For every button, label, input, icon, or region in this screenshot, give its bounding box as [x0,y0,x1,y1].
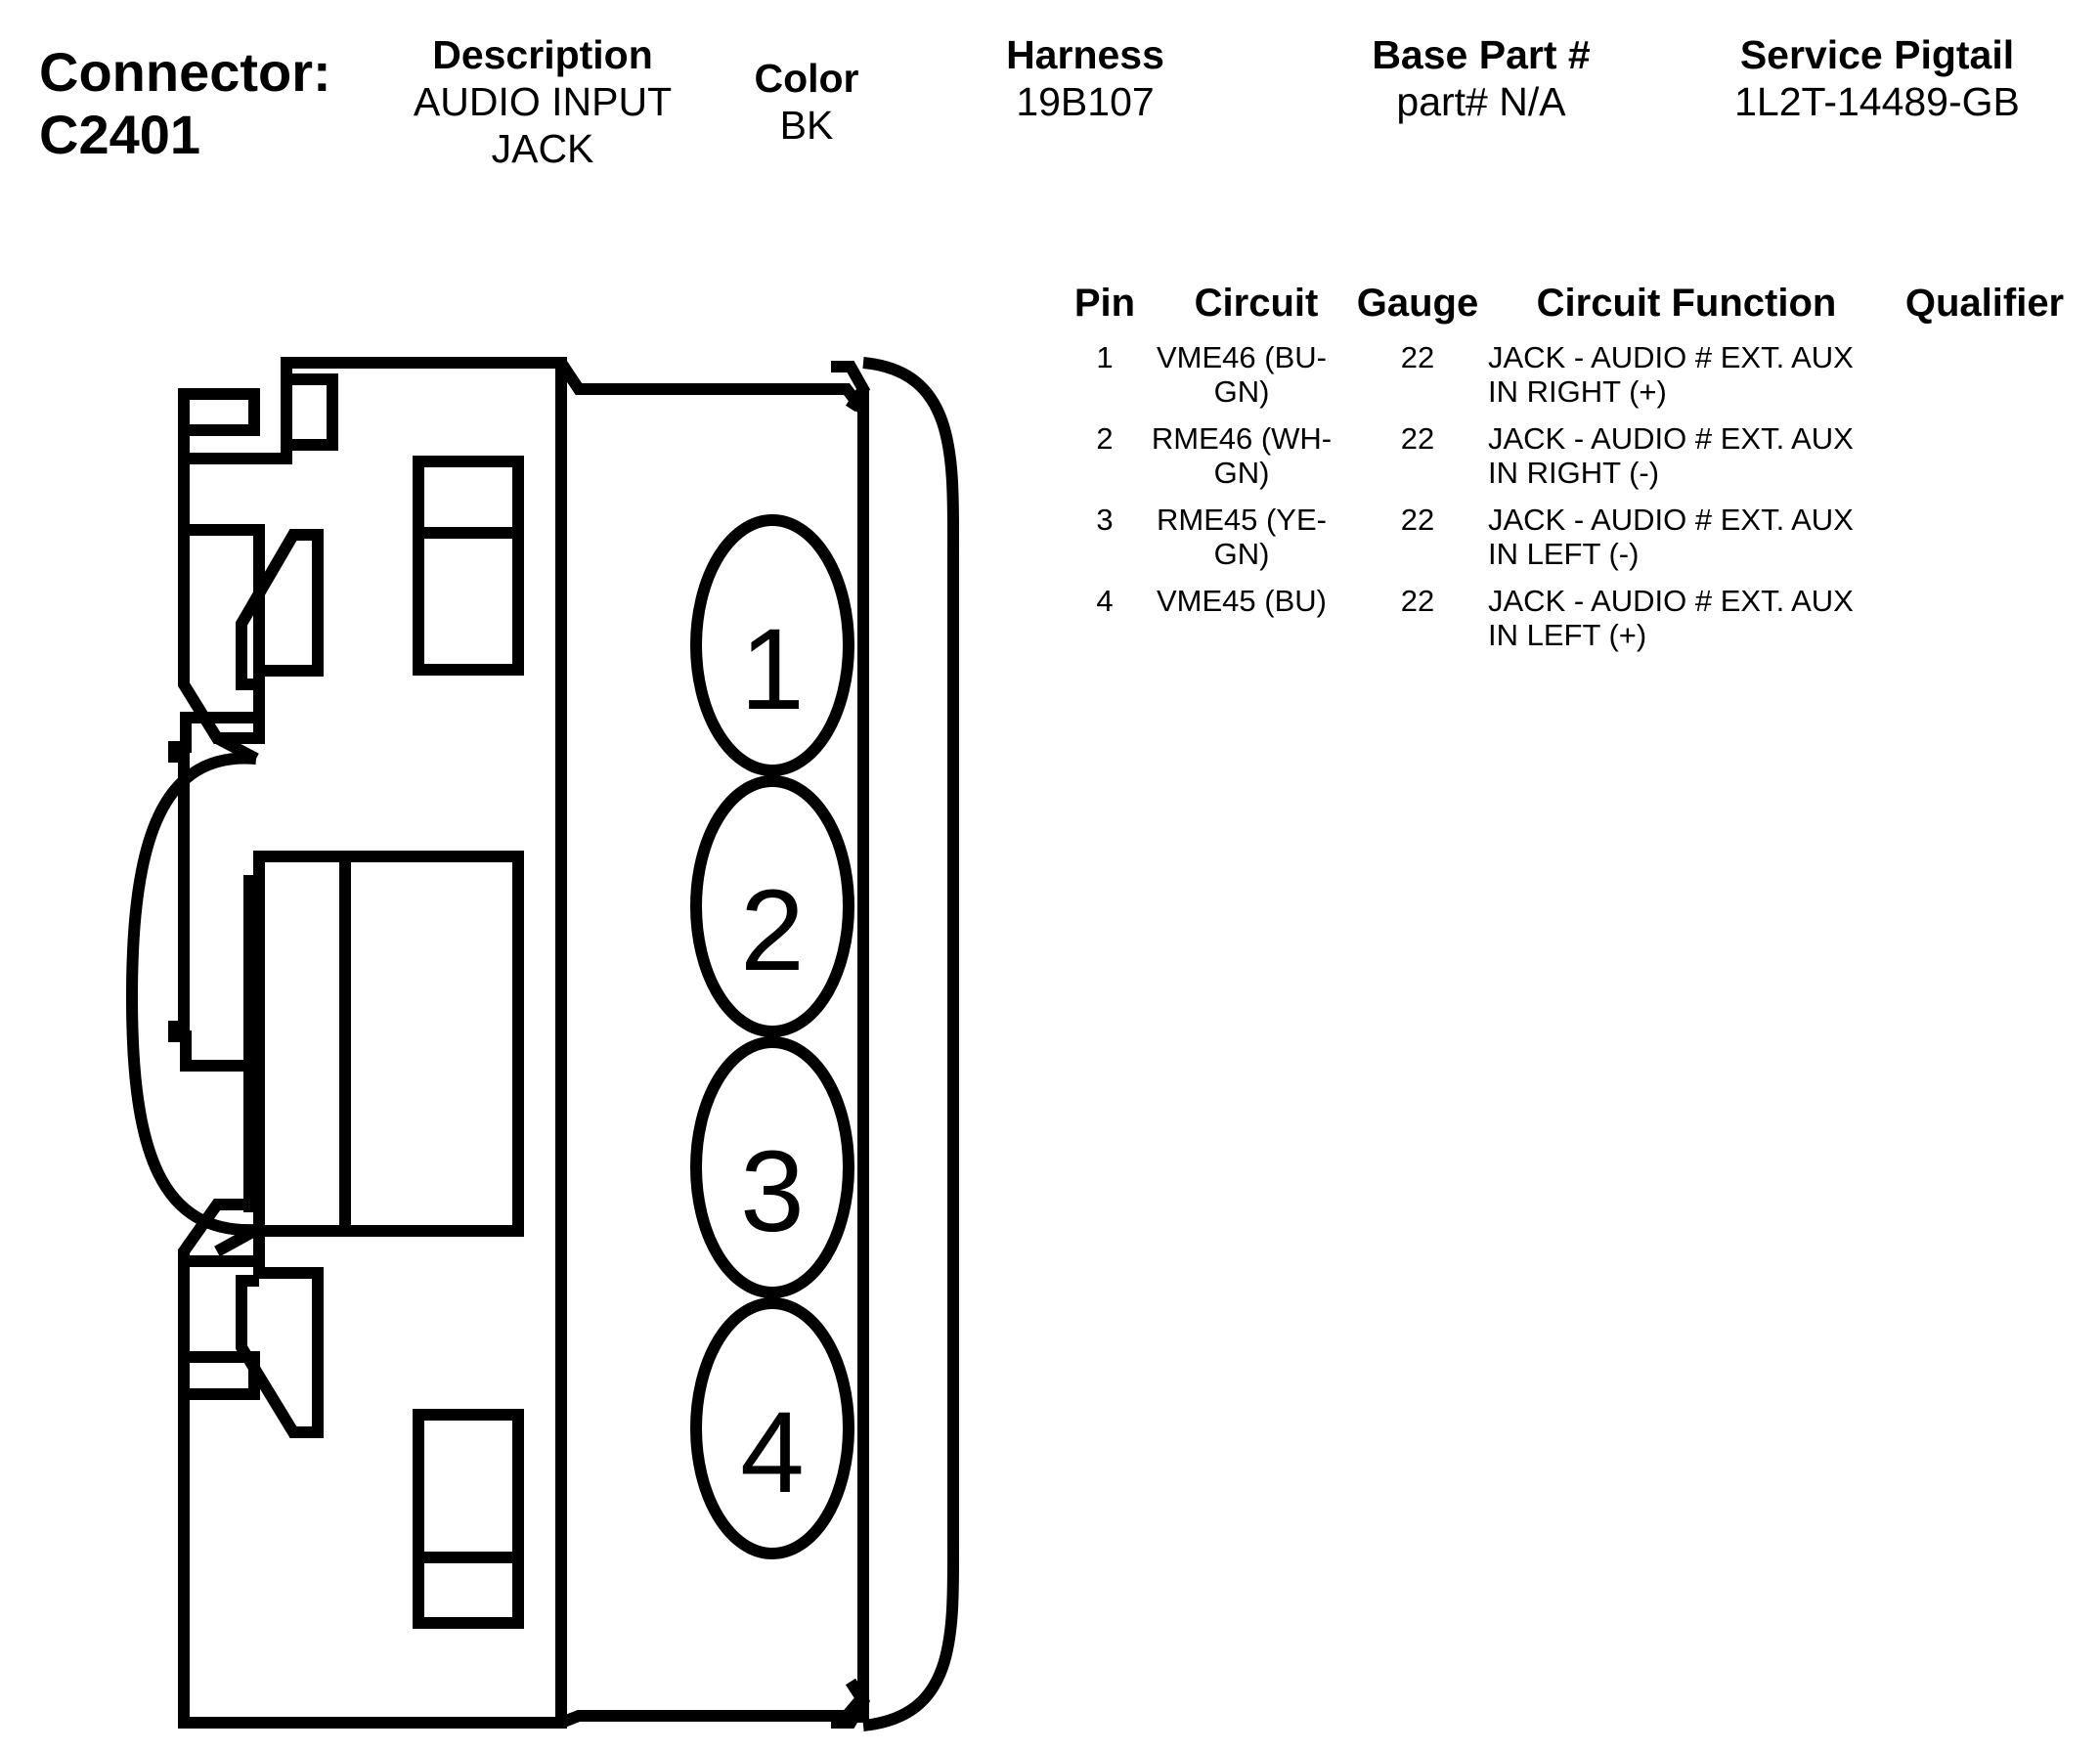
left-key-bump [125,752,257,1237]
gauge-column-header: Gauge [1356,282,1479,325]
circuit-line1: VME46 (BU- [1157,340,1327,374]
connector-id: C2401 [39,104,201,165]
function-line1: JACK - AUDIO # EXT. AUX [1488,340,1854,374]
pin-circle-4 [690,1297,854,1559]
connector-title: Connector: C2401 [39,41,331,166]
base-part-column: Base Part # part# N/A [1334,31,1628,125]
pin-circle-2 [690,775,854,1037]
circuit-line2: GN) [1213,456,1270,490]
upper-window [413,456,524,676]
harness-column: Harness 19B107 [968,31,1203,125]
service-pigtail-column: Service Pigtail 1L2T-14489-GB [1701,31,2053,125]
function-line2: IN LEFT (+) [1488,618,1647,652]
connector-cap [862,357,960,1731]
circuit-function-cell: JACK - AUDIO # EXT. AUX IN RIGHT (-) [1488,421,1899,490]
pin-number: 1 [1096,340,1114,374]
pin-label-2: 2 [740,866,805,995]
circuit-line2: GN) [1213,537,1270,571]
pin-label-1: 1 [740,605,805,734]
table-row: 2 RME46 (WH- GN) 22 JACK - AUDIO # EXT. … [0,421,2100,502]
circuit-function-cell: JACK - AUDIO # EXT. AUX IN LEFT (-) [1488,503,1899,571]
connector-face-bracket-top [831,361,871,413]
upper-latch-wedge [178,529,324,744]
circuit-function-cell: JACK - AUDIO # EXT. AUX IN RIGHT (+) [1488,340,1899,409]
circuit-cell: RME46 (WH- GN) [1144,421,1339,490]
qualifier-column-header: Qualifier [1904,282,2065,325]
circuit-cell: RME45 (YE- GN) [1144,503,1339,571]
harness-value: 19B107 [1016,79,1155,124]
table-row: 3 RME45 (YE- GN) 22 JACK - AUDIO # EXT. … [0,503,2100,583]
gauge-cell: 22 [1400,503,1435,537]
circuit-function-cell: JACK - AUDIO # EXT. AUX IN LEFT (+) [1488,584,1899,652]
description-column: Description AUDIO INPUT JACK [386,31,699,172]
function-line1: JACK - AUDIO # EXT. AUX [1488,503,1854,537]
base-part-label: Base Part # [1372,32,1591,77]
pin-label-3: 3 [740,1127,805,1256]
upper-latch-tab [281,363,338,451]
harness-label: Harness [1006,32,1164,77]
connector-label: Connector: [39,41,331,103]
circuit-line2: GN) [1213,374,1270,409]
pin-label-4: 4 [740,1388,805,1517]
color-label: Color [754,56,859,101]
color-value: BK [779,103,834,148]
color-column: Color BK [723,55,890,149]
pin-number: 3 [1096,503,1114,537]
circuit-column-header: Circuit [1194,282,1319,325]
description-label: Description [432,32,653,77]
gauge-cell: 22 [1400,340,1435,374]
center-slot [253,851,524,1237]
function-line2: IN RIGHT (-) [1488,456,1660,490]
table-row: 1 VME46 (BU- GN) 22 JACK - AUDIO # EXT. … [0,340,2100,420]
description-value-line2: JACK [491,126,594,171]
gauge-cell: 22 [1400,421,1435,456]
description-value-line1: AUDIO INPUT [413,79,673,124]
gauge-cell: 22 [1400,584,1435,618]
circuit-function-column-header: Circuit Function [1536,282,1837,325]
left-key-bump-inner [214,732,259,1257]
function-line2: IN LEFT (-) [1488,537,1640,571]
pin-circle-1 [690,514,854,776]
circuit-line1: RME45 (YE- [1157,503,1327,537]
function-line2: IN RIGHT (+) [1488,374,1667,409]
function-line1: JACK - AUDIO # EXT. AUX [1488,584,1854,618]
pin-column-header: Pin [1073,282,1136,325]
pin-number: 4 [1096,584,1114,618]
function-line1: JACK - AUDIO # EXT. AUX [1488,421,1854,456]
connector-body-outline [168,357,567,1729]
table-row: 4 VME45 (BU) 22 JACK - AUDIO # EXT. AUX … [0,584,2100,664]
circuit-line1: VME45 (BU) [1157,584,1327,618]
lower-window [413,1409,524,1629]
base-part-value: part# N/A [1396,79,1566,124]
service-pigtail-value: 1L2T-14489-GB [1734,79,2020,124]
circuit-cell: VME46 (BU- GN) [1144,340,1339,409]
circuit-cell: VME45 (BU) [1144,584,1339,618]
connector-face-bracket-bottom [831,1678,871,1729]
pin-number: 2 [1096,421,1114,456]
circuit-line1: RME46 (WH- [1151,421,1333,456]
pin-circle-3 [690,1036,854,1298]
service-pigtail-label: Service Pigtail [1739,32,2015,77]
